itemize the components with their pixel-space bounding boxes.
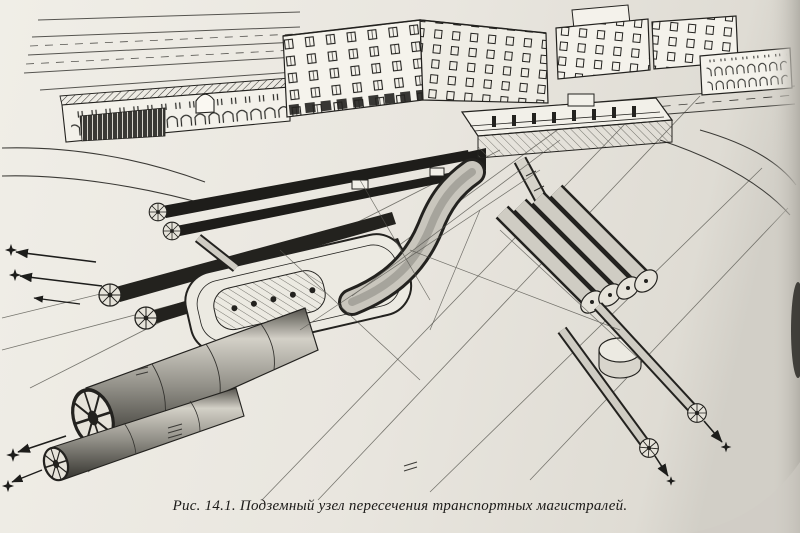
page-scan-artifacts — [690, 0, 800, 533]
construction-lines — [279, 139, 641, 381]
tunnel-direction-arrows-lower-left — [2, 435, 67, 492]
ground-hatch-marks — [135, 366, 418, 472]
elbow-connector-tube — [338, 158, 486, 316]
central-building — [282, 19, 549, 118]
outbound-tubes-lower-right — [557, 302, 732, 486]
metro-cut-band — [148, 150, 476, 241]
figure-caption: Рис. 14.1. Подземный узел пересечения тр… — [172, 498, 628, 514]
curved-road-left — [1, 147, 216, 208]
tunnel-direction-arrows-left — [5, 244, 103, 305]
right-buildings — [555, 4, 793, 96]
band-concourse-connector — [194, 234, 240, 272]
secondary-tunnel-tube — [39, 387, 245, 485]
underground-station-hall — [460, 93, 674, 174]
street-lines-top-left — [23, 11, 301, 91]
ventilation-shaft — [598, 337, 642, 379]
right-tunnel-cluster — [495, 184, 658, 314]
left-arcade-building — [59, 77, 291, 143]
